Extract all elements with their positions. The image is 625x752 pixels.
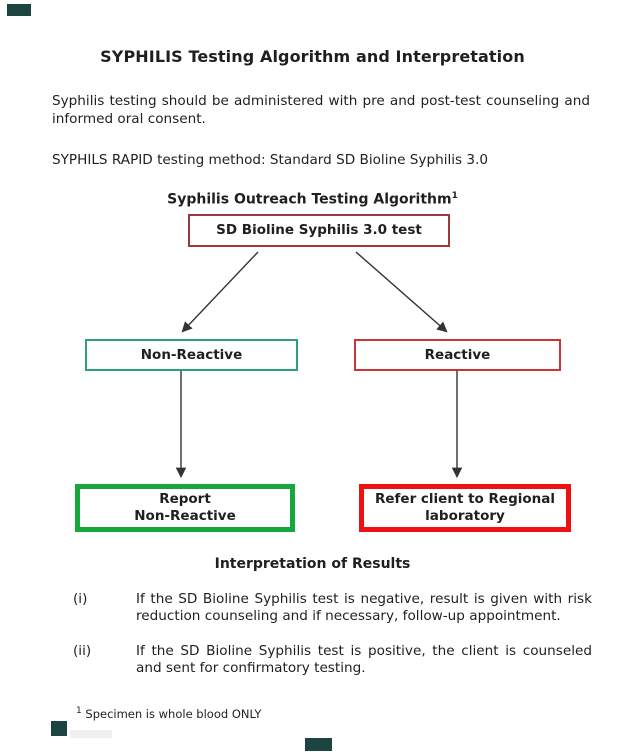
flowchart-heading: Syphilis Outreach Testing Algorithm1 [0, 191, 625, 208]
flow-node-reactive-label: Reactive [424, 346, 491, 363]
interpretation-item-2-text: If the SD Bioline Syphilis test is posit… [136, 643, 592, 676]
report-line2: Non-Reactive [134, 508, 236, 524]
scan-mark-bottom-left [51, 721, 67, 736]
report-line1: Report [159, 491, 211, 507]
interpretation-item-1-marker: (i) [73, 591, 88, 607]
flow-node-root-label: SD Bioline Syphilis 3.0 test [216, 222, 422, 238]
footnote-text: Specimen is whole blood ONLY [85, 706, 262, 721]
page-title: SYPHILIS Testing Algorithm and Interpret… [100, 47, 525, 66]
scan-smudge [70, 730, 112, 738]
interpretation-heading: Interpretation of Results [214, 556, 411, 572]
flowchart-heading-text: Syphilis Outreach Testing Algorithm [167, 191, 452, 208]
flowchart-heading-footnote-ref: 1 [451, 191, 458, 201]
interpretation-item-2-marker: (ii) [73, 643, 92, 659]
flowchart-arrows [175, 251, 463, 479]
flow-node-refer-regional-lab: Refer client to Regional laboratory [359, 484, 571, 532]
arrow-root-to-reactive [355, 251, 448, 333]
intro-paragraph: Syphilis testing should be administered … [52, 93, 590, 127]
interpretation-item-1-text: If the SD Bioline Syphilis test is negat… [136, 591, 592, 624]
flow-node-reactive: Reactive [354, 339, 561, 371]
method-line: SYPHILS RAPID testing method: Standard S… [52, 152, 489, 168]
flow-node-refer-label: Refer client to Regional laboratory [375, 491, 555, 525]
refer-line2: laboratory [425, 508, 505, 524]
flow-node-non-reactive: Non-Reactive [85, 339, 298, 371]
refer-line1: Refer client to Regional [374, 491, 555, 507]
footnote-superscript: 1 [76, 706, 82, 716]
flow-node-root-test: SD Bioline Syphilis 3.0 test [188, 214, 450, 247]
scan-mark-bottom-center [305, 738, 332, 751]
flow-node-report-label: Report Non-Reactive [134, 491, 236, 525]
scan-mark-top-left [7, 4, 31, 16]
arrow-root-to-nonreactive [181, 251, 259, 333]
footnote: 1 Specimen is whole blood ONLY [76, 706, 476, 721]
flow-node-non-reactive-label: Non-Reactive [140, 346, 243, 363]
flow-node-report-non-reactive: Report Non-Reactive [75, 484, 295, 532]
